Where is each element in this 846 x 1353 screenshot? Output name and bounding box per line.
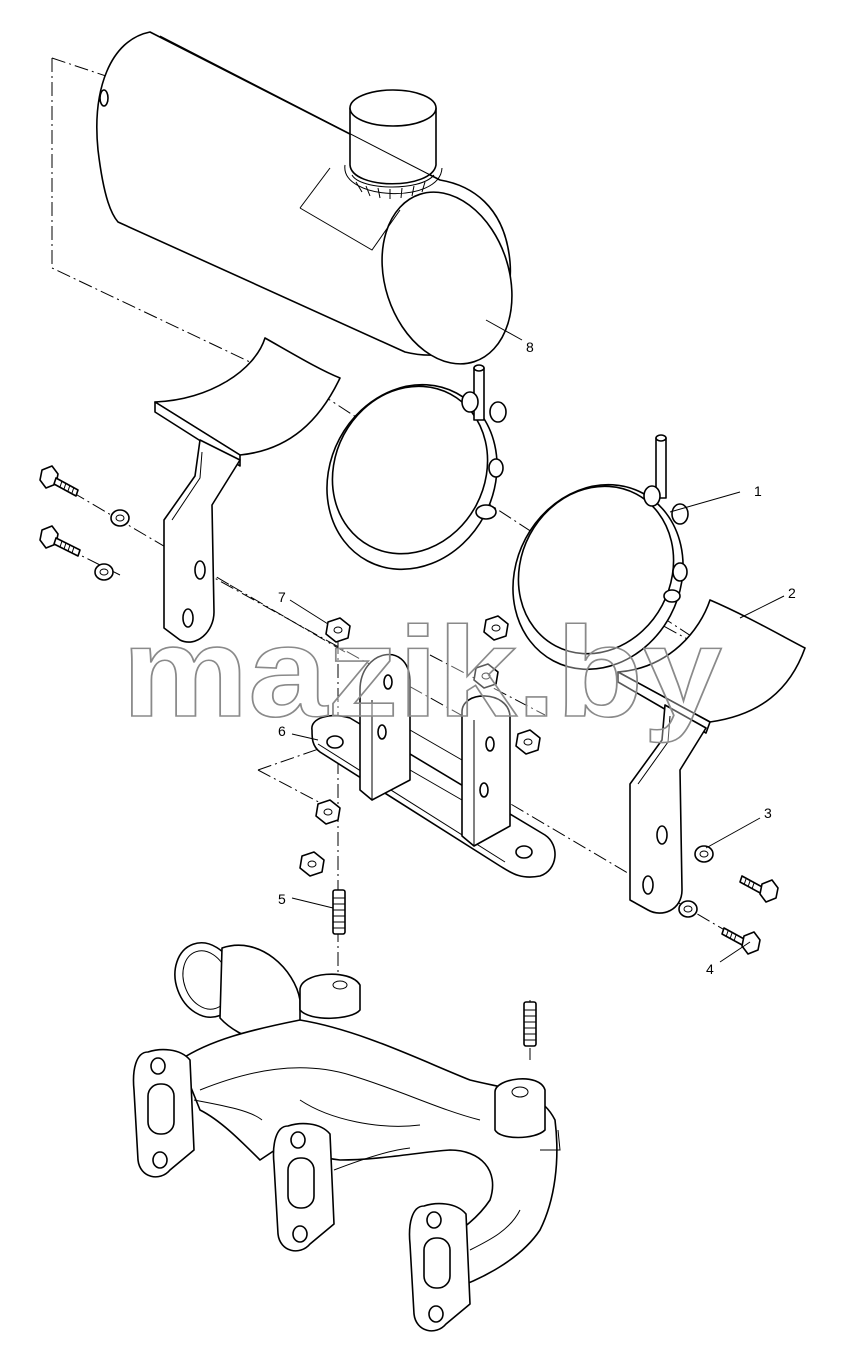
nut-2 [483,615,509,641]
callout-1: 1 [754,483,762,499]
bolt-right-lower [721,927,761,955]
exhaust-manifold [132,942,561,1332]
callout-3: 3 [764,805,772,821]
support-base [311,653,556,878]
left-bracket [154,337,341,643]
nut-6 [299,851,325,877]
bolt-mid-left [39,525,81,557]
right-bracket [617,599,806,914]
clamp-right [512,434,689,671]
bolt-upper-left [39,465,79,497]
bolts [39,465,779,955]
clamp-left [326,364,507,571]
callout-4: 4 [706,961,714,977]
nut-5 [315,799,341,825]
studs [332,889,537,1047]
callout-leaders [289,319,785,963]
nut-3 [473,663,499,689]
callouts: 8 1 2 3 4 5 6 7 [278,339,796,977]
washers [94,509,714,918]
nut-1 [325,617,351,643]
callout-6: 6 [278,723,286,739]
nuts [299,615,541,877]
callout-7: 7 [278,589,286,605]
muffler [96,31,513,365]
bolt-right-upper [739,875,779,903]
callout-8: 8 [526,339,534,355]
nut-4 [515,729,541,755]
callout-5: 5 [278,891,286,907]
callout-2: 2 [788,585,796,601]
watermark-text: mazik.by [122,601,722,744]
